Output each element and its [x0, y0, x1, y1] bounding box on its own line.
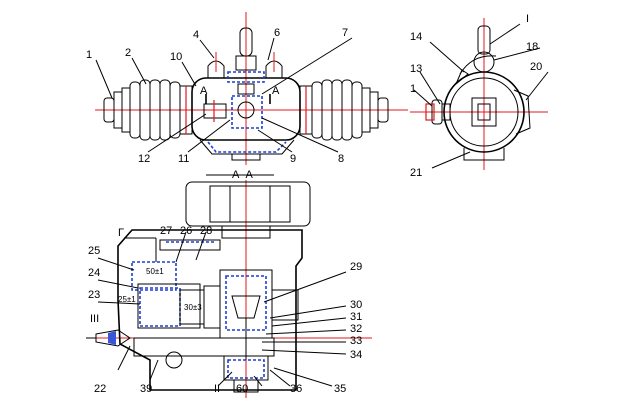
- label-part-29: 29: [350, 261, 362, 273]
- label-section-aa: A–A: [232, 169, 253, 181]
- label-part-12: 12: [138, 153, 150, 165]
- label-part-22: 22: [94, 383, 106, 395]
- label-part-25: 25: [88, 245, 100, 257]
- label-part-13: 13: [410, 63, 422, 75]
- label-dim-25: 25±1: [118, 295, 136, 304]
- label-dim-50: 50±1: [146, 267, 164, 276]
- label-dim-30: 30±3: [184, 303, 202, 312]
- label-part-35: 35: [334, 383, 346, 395]
- label-part-10: 10: [170, 51, 182, 63]
- label-mark-G: Г: [118, 227, 124, 239]
- label-part-27: 27: [160, 225, 172, 237]
- label-part-28: 28: [200, 225, 212, 237]
- label-part-21: 21: [410, 167, 422, 179]
- label-mark-III: III: [90, 313, 99, 325]
- label-part-60: 60: [236, 383, 248, 395]
- label-part-23: 23: [88, 289, 100, 301]
- label-part-4: 4: [193, 29, 199, 41]
- label-part-8: 8: [338, 153, 344, 165]
- label-part-6: 6: [274, 27, 280, 39]
- label-part-1: 1: [86, 49, 92, 61]
- label-mark-II: II: [214, 383, 220, 395]
- label-part-39: 39: [140, 383, 152, 395]
- label-part-24: 24: [88, 267, 100, 279]
- label-part-2: 2: [125, 47, 131, 59]
- label-part-32: 32: [350, 323, 362, 335]
- section-view: [86, 174, 372, 398]
- label-part-20: 20: [530, 61, 542, 73]
- label-mark-a-right: A: [272, 85, 280, 97]
- right-bellows: [311, 79, 363, 141]
- label-part-1-side: 1: [410, 83, 416, 95]
- label-part-36: 36: [290, 383, 302, 395]
- label-part-11: 11: [178, 153, 189, 165]
- label-part-33: 33: [350, 335, 362, 347]
- label-mark-a-left: A: [200, 85, 208, 97]
- central-valve: [219, 269, 299, 360]
- label-part-18: 18: [526, 41, 538, 53]
- label-part-7: 7: [342, 27, 348, 39]
- label-part-34: 34: [350, 349, 362, 361]
- label-part-14: 14: [410, 31, 422, 43]
- label-part-26: 26: [180, 225, 192, 237]
- label-part-31: 31: [350, 311, 362, 323]
- front-view: [95, 12, 408, 165]
- part-labels: 1 2 4 6 7 10 12 11 9 8 A A I 14 18 13 20…: [86, 13, 542, 395]
- label-part-9: 9: [290, 153, 296, 165]
- side-view: [410, 18, 549, 170]
- label-part-30: 30: [350, 299, 362, 311]
- left-piston-assembly: [131, 239, 221, 329]
- label-view-I: I: [526, 13, 529, 25]
